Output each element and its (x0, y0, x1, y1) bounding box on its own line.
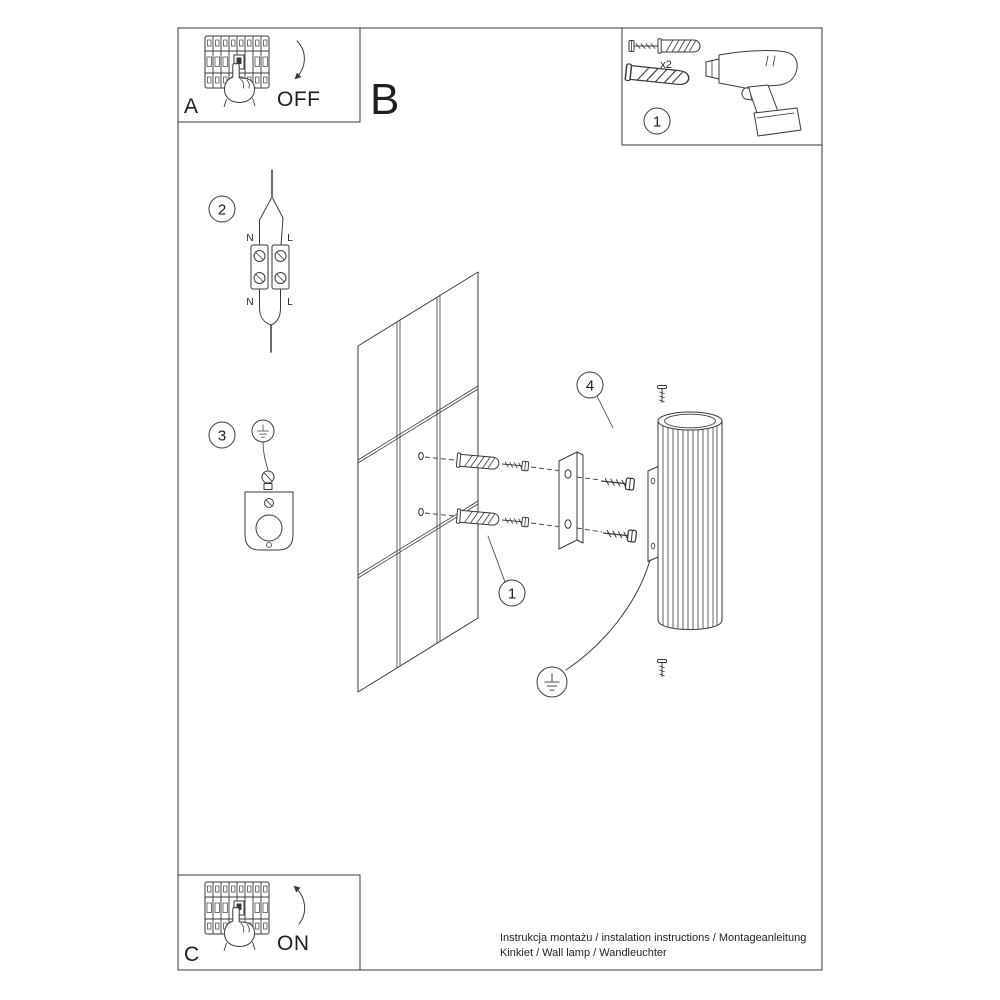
terminal-block (250, 244, 290, 290)
flip-down-arrow-icon (294, 40, 305, 80)
svg-text:3: 3 (218, 427, 226, 444)
panel-c-label: C (184, 943, 199, 966)
lamp-flutes (662, 425, 718, 630)
ground-step: 3 (208, 419, 294, 551)
leader-line-bracket (596, 395, 614, 429)
wall-panel (357, 271, 479, 693)
screw-lower-icon (501, 514, 530, 528)
mounting-bracket (558, 451, 584, 550)
screw-and-anchor-icon (628, 38, 701, 54)
step-badge-screws: 1 (487, 535, 526, 607)
footer-line2: Kinkiet / Wall lamp / Wandleuchter (500, 947, 667, 959)
svg-text:4: 4 (586, 377, 594, 394)
wall-fixings (424, 452, 563, 528)
lamp-body (536, 385, 723, 698)
drill-hole-lower (418, 507, 424, 517)
terminal-l-bottom-label: L (287, 297, 293, 308)
step-badge-bracket: 4 (576, 371, 614, 429)
svg-text:1: 1 (653, 113, 661, 130)
lamp-screw-top-icon (657, 385, 667, 404)
footer-line1: Instrukcja montażu / instalation instruc… (500, 932, 806, 944)
lamp-back-strip (647, 466, 659, 562)
section-b-label: B (370, 75, 399, 124)
ground-leader-line (262, 441, 269, 471)
terminal-l-top-label: L (287, 233, 293, 244)
wire-split (259, 196, 284, 246)
lamp-holder-icon (244, 470, 294, 551)
ground-wire (565, 559, 651, 671)
drill-icon (705, 50, 802, 137)
lamp-screw-bottom-icon (657, 659, 667, 678)
terminal-n-bottom-label: N (246, 297, 253, 308)
leader-line-screws (487, 535, 506, 583)
svg-text:1: 1 (508, 585, 516, 602)
step-badge-tools: 1 (643, 107, 671, 135)
tools-content: x2 1 (624, 38, 802, 137)
panel-c-content: ON C (184, 881, 310, 966)
on-label: ON (277, 932, 310, 955)
wire-diagram: 2 N L N L (208, 169, 293, 353)
panel-a-content: OFF A (184, 35, 321, 118)
wire-merge (259, 288, 281, 326)
terminal-n-top-label: N (246, 233, 253, 244)
anchor-quantity-label: x2 (660, 59, 672, 71)
bracket-screw-upper-icon (599, 474, 636, 491)
lamp-top-rim (657, 411, 723, 431)
panel-a-box (177, 27, 361, 123)
off-label: OFF (277, 88, 321, 111)
panel-a-label: A (184, 95, 198, 118)
bracket-screws (576, 474, 638, 543)
page-border (177, 27, 823, 971)
step-badge-wire: 2 (208, 195, 236, 223)
drill-hole-upper (418, 451, 424, 461)
wall-anchor-icon (624, 63, 691, 88)
svg-text:2: 2 (218, 201, 226, 218)
panel-c-box (177, 874, 361, 971)
bracket-screw-lower-icon (601, 526, 638, 543)
step-badge-ground: 3 (208, 421, 236, 449)
flip-up-arrow-icon (293, 885, 306, 925)
screw-upper-icon (501, 458, 530, 472)
tools-box (621, 27, 823, 146)
